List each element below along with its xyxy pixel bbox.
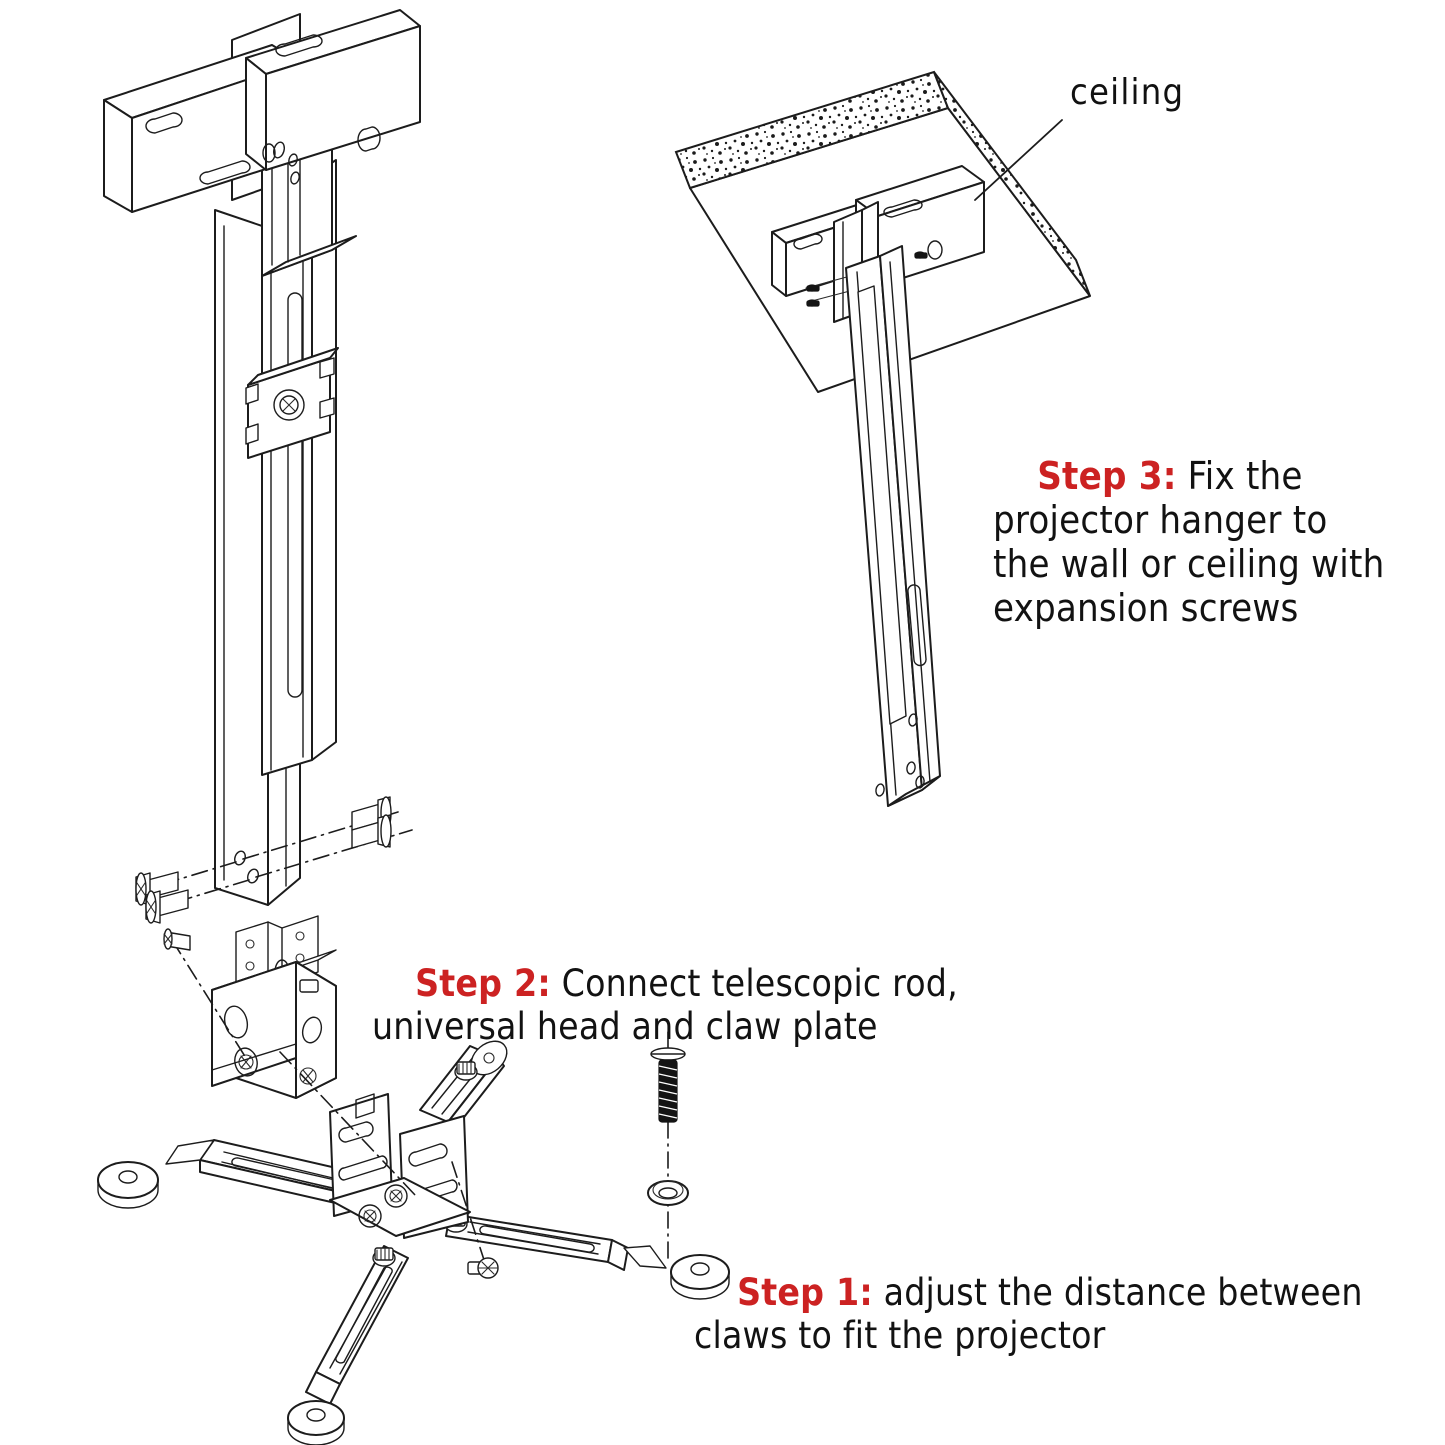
screw bbox=[806, 284, 820, 292]
ceiling-label: ceiling bbox=[1070, 72, 1185, 113]
telescopic-rod-inner-column bbox=[261, 159, 337, 776]
step-3-tag: Step 3: bbox=[1037, 454, 1177, 499]
step-3-caption: Step 3: Fix the projector hanger to the … bbox=[993, 410, 1393, 674]
figure-universal-head bbox=[163, 915, 337, 1099]
figure-fastener-stack bbox=[647, 1031, 689, 1261]
figure-claw-plate bbox=[97, 1040, 730, 1445]
claw-arm-lower-right bbox=[444, 1213, 730, 1300]
claw-center-plate bbox=[329, 1093, 471, 1239]
step-1-text: adjust the distance between claws to fit… bbox=[694, 1270, 1374, 1357]
step-2-tag: Step 2: bbox=[415, 961, 551, 1005]
claw-arm-upper-right bbox=[419, 1040, 508, 1131]
bracket-screw-holes bbox=[262, 141, 300, 185]
clamp-collar bbox=[245, 347, 339, 459]
step-2-caption: Step 2: Connect telescopic rod, universa… bbox=[372, 920, 1032, 1092]
rod-bottom-holes bbox=[234, 850, 259, 884]
step-3-text: Fix the projector hanger to the wall or … bbox=[993, 454, 1396, 631]
universal-head-screw bbox=[163, 928, 247, 1059]
step-2-text: Connect telescopic rod, universal head a… bbox=[372, 961, 969, 1048]
figure-ceiling-install bbox=[674, 70, 1091, 807]
universal-head-body bbox=[211, 961, 337, 1099]
assembly-line-head-to-plate bbox=[279, 1051, 417, 1197]
mounting-plate-right bbox=[245, 9, 421, 171]
assembly-line-plate-screw bbox=[451, 1161, 487, 1267]
hanging-telescopic-rod bbox=[845, 245, 941, 807]
claw-arm-lower-left bbox=[287, 1245, 409, 1445]
expansion-bolts bbox=[135, 796, 413, 924]
ceiling-leader-line bbox=[974, 119, 1063, 201]
figure-telescopic-rod bbox=[103, 9, 421, 924]
screw bbox=[914, 251, 928, 259]
flat-washer bbox=[647, 1180, 689, 1206]
screw bbox=[806, 299, 820, 307]
step-1-tag: Step 1: bbox=[737, 1270, 873, 1314]
black-screw bbox=[650, 1047, 686, 1123]
bolt bbox=[145, 889, 189, 924]
step-1-caption: Step 1: adjust the distance between claw… bbox=[694, 1229, 1445, 1401]
bolt bbox=[351, 814, 392, 849]
claw-plate-fixing-screw bbox=[467, 1257, 499, 1279]
